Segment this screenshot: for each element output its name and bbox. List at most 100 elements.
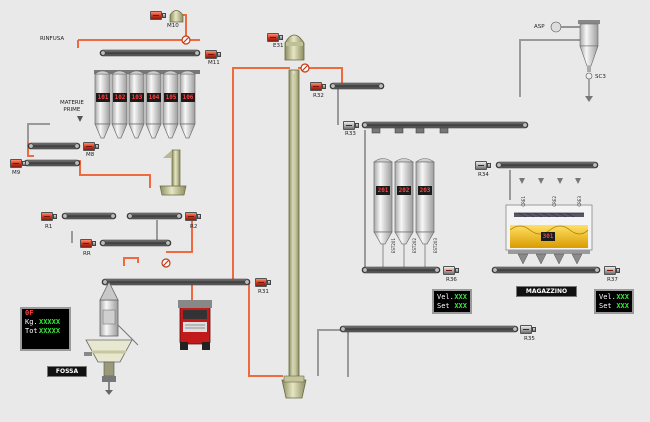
r37-set-value: XXX	[616, 302, 629, 310]
silo-led-201[interactable]: 201	[376, 186, 390, 195]
r37-speed-panel[interactable]: Vel.XXX Set XXX	[594, 289, 634, 314]
label-cre3: CRE3	[577, 196, 582, 207]
conveyor-r31[interactable]	[101, 278, 251, 286]
r37-vel-label: Vel.	[599, 293, 616, 301]
tripper-gate[interactable]	[371, 127, 381, 134]
motor-m11[interactable]	[205, 50, 221, 59]
conveyor-m10-m11[interactable]	[99, 49, 201, 57]
silo-left	[128, 70, 145, 139]
silo-led-101[interactable]: 101	[96, 93, 110, 102]
label-cre1: CRE1	[521, 196, 526, 207]
magazzino-led-301[interactable]: 301	[541, 232, 555, 241]
motor-rr[interactable]	[80, 239, 96, 248]
motor-r1[interactable]	[41, 212, 57, 221]
r36-set-label: Set	[437, 302, 450, 310]
fossa-row-tot: Tot. XXXXX	[22, 327, 69, 336]
r36-vel-row: Vel.XXX	[434, 293, 470, 302]
label-est201: EST201	[391, 238, 396, 254]
conveyor-m9[interactable]	[23, 159, 81, 167]
truck	[178, 300, 212, 350]
motor-r32[interactable]	[310, 82, 326, 91]
label-r33: R33	[345, 131, 356, 137]
fossa-weight-panel: 0F Kg. XXXXX Tot. XXXXX	[20, 307, 71, 351]
label-r1: R1	[45, 224, 53, 230]
tripper-gate[interactable]	[415, 127, 425, 134]
motor-r34[interactable]	[475, 161, 491, 170]
motor-r2[interactable]	[185, 212, 201, 221]
conveyors	[23, 49, 601, 333]
label-rr: RR	[83, 251, 91, 257]
fossa-kg-label: Kg.	[25, 318, 38, 326]
motor-r31[interactable]	[255, 278, 271, 287]
motor-m9[interactable]	[10, 159, 26, 168]
silo-left	[179, 70, 196, 139]
label-m10: M10	[167, 23, 179, 29]
r37-vel-value: XXX	[616, 293, 629, 301]
label-materie-prime: MATERIE PRIME	[60, 100, 84, 113]
silo-led-105[interactable]: 105	[164, 93, 178, 102]
tripper-gate[interactable]	[394, 127, 404, 134]
fossa-kg-value: XXXXX	[39, 318, 61, 326]
silo-mid	[394, 158, 414, 268]
label-asp: ASP	[534, 24, 545, 30]
silo-led-203[interactable]: 203	[418, 186, 432, 195]
silo-left	[94, 70, 111, 139]
label-rinfusa: RINFUSA	[40, 36, 65, 42]
conveyor-r37[interactable]	[491, 266, 601, 274]
valves	[161, 35, 310, 268]
fossa-hopper	[84, 281, 139, 395]
fossa-row-kg: Kg. XXXXX	[22, 318, 69, 327]
r36-speed-panel[interactable]: Vel.XXX Set XXX	[432, 289, 472, 314]
silo-led-102[interactable]: 102	[113, 93, 127, 102]
conveyor-m8[interactable]	[27, 142, 81, 150]
motor-r35[interactable]	[520, 325, 536, 334]
motor-m10[interactable]	[150, 11, 166, 20]
silo-led-104[interactable]: 104	[147, 93, 161, 102]
r37-vel-row: Vel.XXX	[596, 293, 632, 302]
idle-lines	[27, 39, 585, 377]
r36-set-row: Set XXX	[434, 302, 470, 311]
fossa-tag[interactable]: FOSSA	[47, 366, 87, 377]
magazzino-tag[interactable]: MAGAZZINO	[516, 286, 577, 297]
vertical-conveyor-left	[159, 149, 187, 196]
conveyor-r34[interactable]	[495, 161, 599, 169]
silo-led-106[interactable]: 106	[181, 93, 195, 102]
silo-mid	[373, 158, 393, 268]
label-cre2: CRE2	[552, 196, 557, 207]
conveyor-r35[interactable]	[339, 325, 519, 333]
label-r2: R2	[190, 224, 198, 230]
bucket-elevator	[281, 34, 307, 399]
magazzino-warehouse	[505, 178, 593, 265]
fossa-tot-label: Tot.	[25, 327, 42, 335]
fossa-panel-header: 0F	[25, 309, 34, 317]
label-r32: R32	[313, 93, 324, 99]
r37-set-label: Set	[599, 302, 612, 310]
conveyor-r36[interactable]	[361, 266, 441, 274]
motor-m8[interactable]	[83, 142, 99, 151]
motor-r33[interactable]	[343, 121, 359, 130]
active-lines	[27, 14, 343, 377]
tripper-gate[interactable]	[439, 127, 449, 134]
r36-set-value: XXX	[454, 302, 467, 310]
label-sc3: SC3	[595, 74, 606, 80]
conveyor-rr[interactable]	[99, 239, 172, 247]
label-m11: M11	[208, 60, 220, 66]
conveyor-r32[interactable]	[329, 82, 385, 90]
motor-e31[interactable]	[267, 33, 283, 42]
conveyor-r33[interactable]	[361, 121, 529, 129]
label-r35: R35	[524, 336, 535, 342]
elevator-m10	[169, 10, 184, 23]
label-m9: M9	[12, 170, 21, 176]
silo-led-202[interactable]: 202	[397, 186, 411, 195]
motor-r36[interactable]	[443, 266, 459, 275]
conveyor-r2[interactable]	[126, 212, 183, 220]
fossa-tot-value: XXXXX	[39, 327, 61, 335]
conveyor-r1[interactable]	[61, 212, 117, 220]
label-r36: R36	[446, 277, 457, 283]
motor-r37[interactable]	[604, 266, 620, 275]
cyclone-sc3	[550, 20, 600, 102]
silo-led-103[interactable]: 103	[130, 93, 144, 102]
label-est202: EST202	[412, 238, 417, 254]
left-silos	[94, 70, 200, 139]
